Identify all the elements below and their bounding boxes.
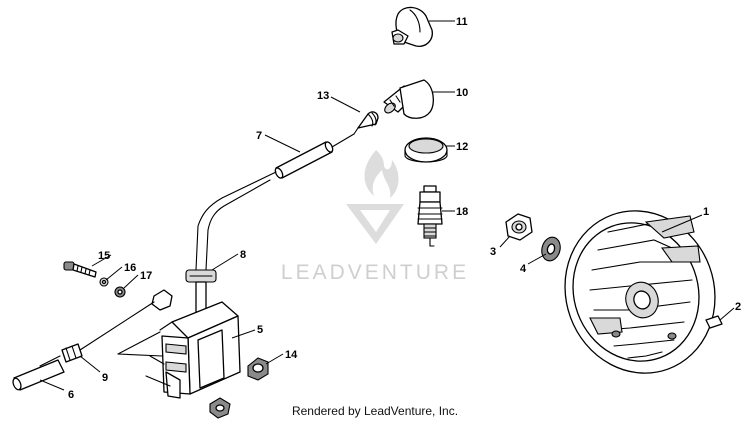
- rendered-by-caption: Rendered by LeadVenture, Inc.: [292, 404, 458, 418]
- callout-13: 13: [317, 90, 329, 102]
- spring-clip: [353, 111, 379, 135]
- callout-numbers: 11 10 12 13 7 18 8 5 14 15 16 17 9 6 3 4…: [68, 16, 741, 401]
- callout-2: 2: [735, 301, 741, 313]
- callout-15: 15: [98, 250, 110, 262]
- mounting-screw: [63, 261, 97, 278]
- callout-1: 1: [703, 206, 709, 218]
- ignition-coil: [159, 281, 241, 399]
- lead-grommet: [185, 269, 217, 283]
- callout-12: 12: [456, 141, 468, 153]
- callout-9: 9: [102, 372, 108, 384]
- flywheel-washer: [541, 236, 561, 262]
- callout-4: 4: [520, 263, 527, 275]
- wire-terminal: [61, 343, 83, 363]
- flywheel-key: [705, 315, 723, 329]
- callout-7: 7: [256, 130, 262, 142]
- coil-mounting-washer: [209, 397, 231, 419]
- coil-bracket-lines: [117, 331, 171, 387]
- callout-5: 5: [257, 324, 263, 336]
- leader-lines: [39, 20, 735, 391]
- flywheel: [564, 210, 716, 374]
- ignition-lead-wire: [195, 171, 277, 271]
- callout-18: 18: [456, 206, 468, 218]
- callout-17: 17: [140, 270, 152, 282]
- spark-plug-boot-cap: [391, 6, 433, 47]
- wire-sleeve: [12, 359, 65, 391]
- watermark-brand-text: LEADVENTURE: [281, 261, 469, 284]
- callout-8: 8: [240, 249, 246, 261]
- grommet-ring: [404, 137, 448, 163]
- callout-6: 6: [68, 389, 74, 401]
- watermark-v-icon: [346, 204, 404, 244]
- spark-plug: [417, 185, 443, 247]
- callout-14: 14: [285, 349, 298, 361]
- callout-11: 11: [456, 16, 468, 28]
- stop-switch-wire: [39, 289, 173, 367]
- flywheel-nut: [505, 213, 533, 241]
- callout-16: 16: [124, 262, 136, 274]
- callout-3: 3: [490, 246, 496, 258]
- watermark-flame-icon: [364, 150, 399, 198]
- spark-plug-boot: [383, 79, 435, 119]
- coil-mounting-nut: [247, 357, 269, 381]
- lock-washer: [114, 286, 126, 298]
- watermark: LEADVENTURE: [281, 150, 469, 284]
- ignition-lead-tube: [274, 133, 355, 179]
- callout-10: 10: [456, 87, 468, 99]
